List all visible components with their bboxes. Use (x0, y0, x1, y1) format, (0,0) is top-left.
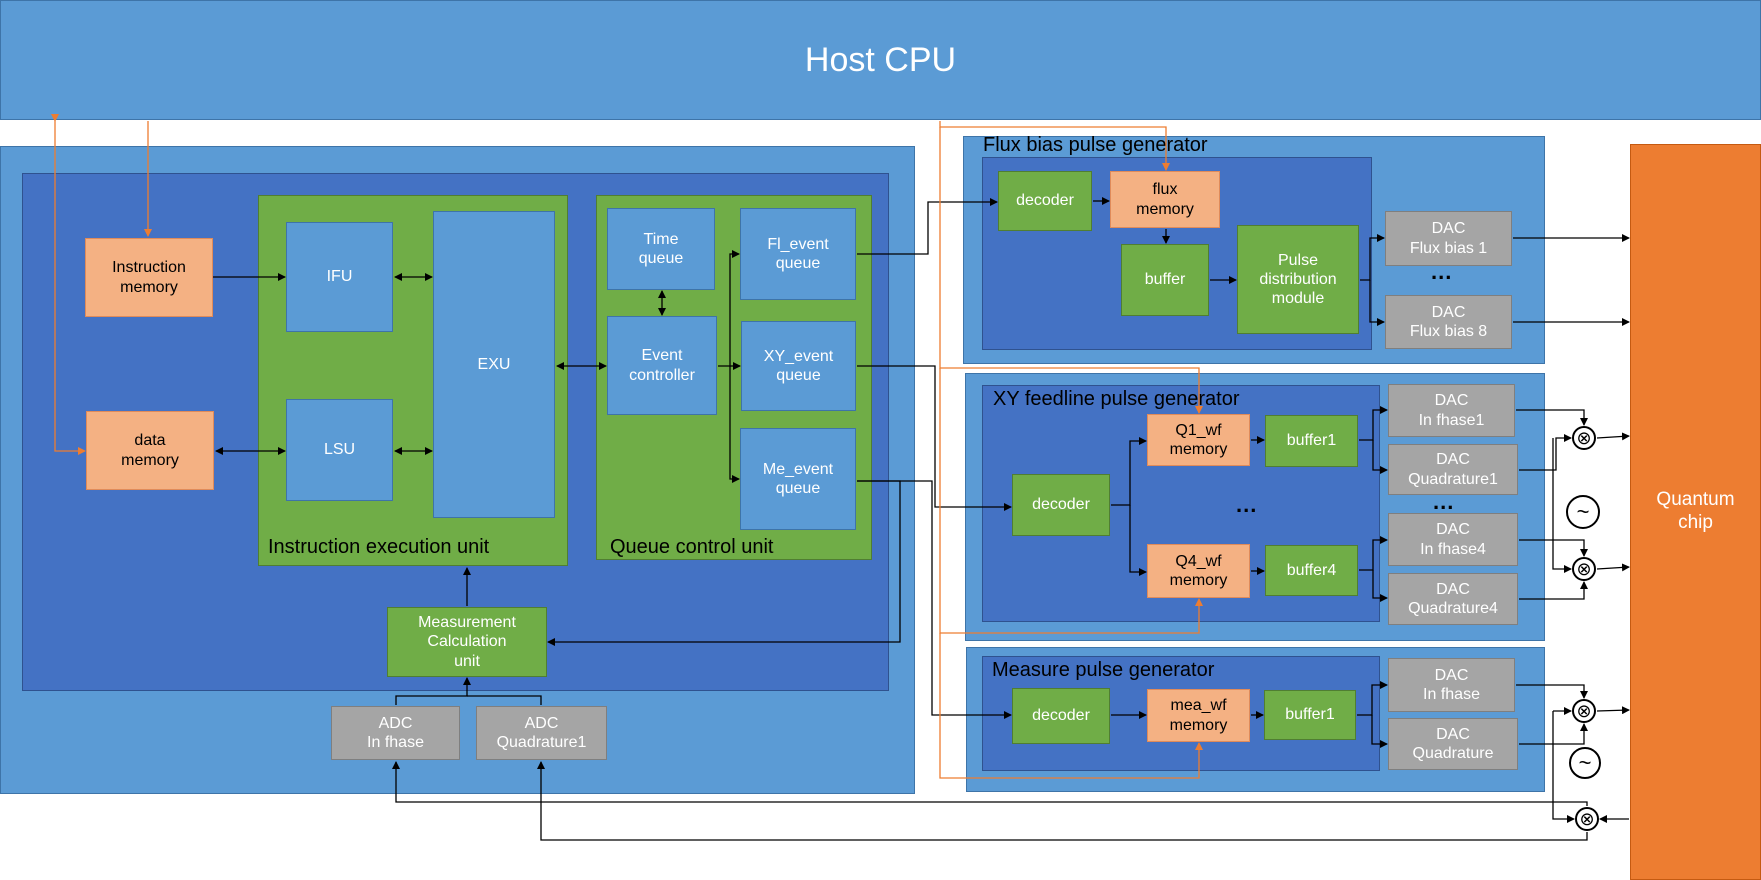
qcu-title: Queue control unit (610, 536, 774, 558)
xy-generator-title: XY feedline pulse generator (993, 388, 1240, 410)
data-memory: data memory (86, 411, 214, 490)
adc-in-fhase: ADC In fhase (331, 706, 460, 760)
instruction-memory: Instruction memory (85, 238, 213, 317)
wire-host-fluxmem (939, 121, 1170, 171)
wire-osc-mix-xy (1552, 438, 1572, 573)
fl-event-queue: Fl_event queue (740, 208, 856, 300)
xy-mixer-1-icon: ⊗ (1572, 426, 1596, 450)
wire-mix4-chip (1596, 563, 1630, 572)
xy-buffer4: buffer4 (1265, 545, 1358, 596)
pulse-distribution-module: Pulse distribution module (1237, 225, 1359, 334)
measure-decoder: decoder (1012, 688, 1110, 744)
wire-mixin-adcq (537, 761, 1588, 841)
exu-block: EXU (433, 211, 555, 518)
wire-buf1-dacq (1372, 440, 1388, 474)
wire-xyq-decoder (857, 365, 1012, 511)
xy-mixer-4-icon: ⊗ (1572, 557, 1596, 581)
wire-meq-decoder (857, 480, 1012, 719)
wire-adc-q-mcu (467, 695, 542, 705)
wire-mbuf-dacq (1371, 715, 1388, 748)
dac-quadrature: DAC Quadrature (1388, 718, 1518, 770)
adc-quadrature1: ADC Quadrature1 (476, 706, 607, 760)
wire-dacin1-mix (1516, 409, 1588, 426)
wire-mbuf-dacin (1357, 681, 1388, 716)
flux-buffer: buffer (1121, 244, 1209, 316)
xy-event-queue: XY_event queue (741, 321, 856, 411)
host-cpu: Host CPU (0, 0, 1761, 120)
wire-mdacin-mix (1516, 684, 1588, 699)
wire-host-q1 (939, 127, 1203, 414)
wire-host-q4 (939, 368, 1203, 634)
wire-mmix-chip (1596, 706, 1630, 715)
xy-buffer1: buffer1 (1265, 415, 1358, 467)
wire-host-dmem (51, 114, 86, 455)
wire-flq-decoder (857, 198, 998, 255)
wire-buf4-dacs (1359, 536, 1388, 571)
wire-mix1-chip (1596, 432, 1630, 441)
xy-dac-ellipsis: ... (1433, 489, 1455, 514)
wire-host-mea (939, 633, 1203, 779)
measure-oscillator-icon: ~ (1569, 747, 1601, 779)
dac-quadrature4: DAC Quadrature4 (1388, 573, 1518, 625)
q4-wf-memory: Q4_wf memory (1147, 544, 1250, 598)
wire-buf4-dacq (1372, 570, 1388, 602)
wire-mixin-adcin (392, 761, 1588, 806)
xy-qubit-ellipsis: ... (1236, 492, 1258, 517)
wire-dacin4-mix (1519, 539, 1588, 557)
dac-quadrature1: DAC Quadrature1 (1388, 444, 1518, 495)
wire-mdacq-mix (1519, 723, 1588, 745)
q1-wf-memory: Q1_wf memory (1147, 414, 1250, 466)
quantum-chip: Quantum chip (1630, 144, 1761, 880)
wire-ec-queues (718, 250, 740, 367)
wire-dacq4-mix (1519, 581, 1588, 600)
wire-pdm-dac8 (1369, 280, 1385, 326)
measure-mixer-out-icon: ⊗ (1572, 699, 1596, 723)
flux-memory: flux memory (1110, 171, 1220, 228)
measurement-calculation-unit: Measurement Calculation unit (387, 607, 547, 677)
wire-pdm-dac1 (1360, 234, 1385, 281)
dac-in-fhase: DAC In fhase (1388, 658, 1515, 712)
measure-mixer-in-icon: ⊗ (1575, 807, 1599, 831)
dac-in-fhase4: DAC In fhase4 (1388, 513, 1518, 566)
flux-decoder: decoder (998, 171, 1092, 231)
wire-meq-mcu (547, 480, 901, 646)
wire-osc-mix-m (1552, 711, 1575, 823)
me-event-queue: Me_event queue (740, 428, 856, 530)
time-queue: Time queue (607, 208, 715, 290)
dac-flux-bias-8: DAC Flux bias 8 (1385, 295, 1512, 349)
xy-decoder: decoder (1012, 474, 1110, 536)
mea-wf-memory: mea_wf memory (1147, 689, 1250, 742)
xy-oscillator-icon: ~ (1566, 495, 1600, 529)
event-controller: Event controller (607, 316, 717, 415)
dac-flux-bias-1: DAC Flux bias 1 (1385, 211, 1512, 266)
wire-xydec-q4 (1129, 505, 1147, 576)
wire-xydec-q1 (1111, 437, 1147, 506)
wire-buf1-dacs (1359, 406, 1388, 441)
lsu-block: LSU (286, 399, 393, 501)
flux-generator-title: Flux bias pulse generator (983, 134, 1208, 156)
measure-buffer1: buffer1 (1264, 690, 1356, 740)
measure-generator-title: Measure pulse generator (992, 659, 1215, 681)
wire-ec-meq (729, 366, 740, 483)
host-cpu-label: Host CPU (804, 40, 957, 79)
wire-adc-in-mcu (395, 677, 471, 705)
wire-dacq1-mix (1519, 434, 1572, 471)
ifu-block: IFU (286, 222, 393, 332)
flux-dac-ellipsis: ... (1431, 259, 1453, 284)
ieu-title: Instruction execution unit (268, 536, 490, 558)
dac-in-fhase1: DAC In fhase1 (1388, 384, 1515, 437)
